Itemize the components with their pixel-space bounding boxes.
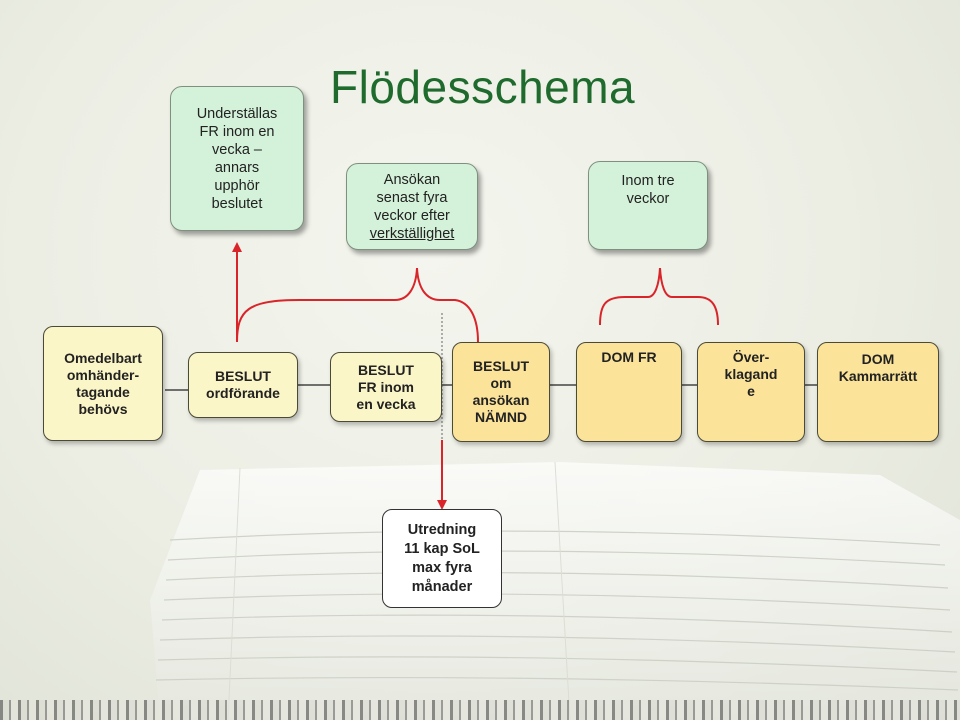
step-beslut-ordforande: BESLUT ordförande (188, 352, 298, 418)
page-title: Flödesschema (330, 61, 636, 113)
note-ansokan-underlined: verkställighet (369, 225, 455, 242)
bottom-pattern-strip (0, 700, 960, 720)
step-dom-fr: DOM FR (576, 342, 682, 442)
note-ansokan: Ansökan senast fyra veckor efter verkstä… (346, 163, 478, 250)
note-ansokan-text: Ansökan senast fyra veckor efter (374, 171, 450, 224)
step-beslut-namnd: BESLUT om ansökan NÄMND (452, 342, 550, 442)
step-dom-kammarratt: DOM Kammarrätt (817, 342, 939, 442)
step-overklagande: Över- klagand e (697, 342, 805, 442)
step-omedelbart: Omedelbart omhänder- tagande behövs (43, 326, 163, 441)
step-beslut-fr: BESLUT FR inom en vecka (330, 352, 442, 422)
brace-inom-tre (599, 267, 719, 326)
note-inom-tre-veckor: Inom tre veckor (588, 161, 708, 250)
box-utredning: Utredning 11 kap SoL max fyra månader (382, 509, 502, 608)
note-understallas: Underställas FR inom en vecka – annars u… (170, 86, 304, 231)
brace-ansokan (236, 267, 479, 343)
